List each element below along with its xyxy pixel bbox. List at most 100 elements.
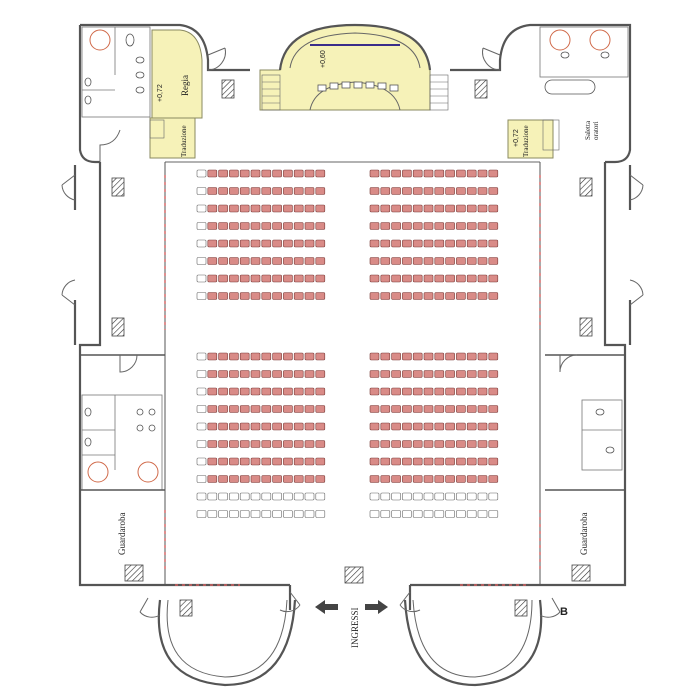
rear-block-seat	[293, 510, 304, 518]
rear-block-seat	[293, 352, 304, 361]
stage-level-label: +0,60	[320, 50, 327, 68]
front-block-seat	[196, 239, 207, 248]
rear-block-seat	[369, 405, 380, 413]
rear-block-seat	[380, 440, 391, 448]
front-block-seat	[391, 169, 401, 178]
front-block-seat	[466, 257, 477, 265]
hatched-column-icon	[124, 564, 144, 582]
front-block-seat	[445, 274, 455, 283]
front-block-seat	[445, 204, 455, 213]
front-block-seat	[261, 204, 272, 213]
rear-block-seat	[315, 352, 326, 361]
front-block-seat	[229, 204, 239, 213]
front-block-seat	[196, 187, 207, 195]
rear-block-seat	[239, 352, 250, 361]
front-block-seat	[402, 292, 412, 300]
front-block-seat	[445, 169, 455, 178]
front-block-seat	[456, 204, 466, 213]
front-block-seat	[488, 239, 499, 248]
rear-block-seat	[391, 475, 401, 483]
front-block-seat	[207, 204, 218, 213]
rear-block-seat	[283, 352, 293, 361]
front-block-seat	[239, 187, 250, 195]
rear-block-seat	[207, 475, 218, 483]
front-block-seat	[456, 292, 466, 300]
rear-block-seat	[283, 405, 293, 413]
rear-block-seat	[304, 510, 315, 518]
rear-block-seat	[196, 440, 207, 448]
rear-block-seat	[456, 475, 466, 483]
rear-block-seat	[196, 457, 207, 466]
rear-block-seat	[283, 492, 293, 501]
stairs-icon	[579, 177, 593, 197]
rear-block-seat	[402, 457, 412, 466]
front-block-seat	[229, 222, 239, 230]
rear-block-seat	[229, 422, 239, 431]
front-block-seat	[250, 187, 261, 195]
hatched-column-icon	[571, 564, 591, 582]
rear-block-seat	[412, 457, 423, 466]
rear-block-seat	[488, 440, 499, 448]
front-block-seat	[229, 187, 239, 195]
rear-block-seat	[412, 510, 423, 518]
front-block-seat	[434, 169, 445, 178]
rear-block-seat	[412, 492, 423, 501]
front-block-seat	[272, 274, 282, 283]
stairs-icon	[111, 317, 125, 337]
rear-block-seat	[402, 492, 412, 501]
rear-block-seat	[283, 422, 293, 431]
rear-block-seat	[229, 510, 239, 518]
front-block-seat	[391, 257, 401, 265]
rear-block-seat	[250, 510, 261, 518]
front-block-seat	[423, 187, 434, 195]
front-block-seat	[207, 169, 218, 178]
front-block-seat	[272, 292, 282, 300]
rear-block-seat	[239, 457, 250, 466]
rear-block-seat	[218, 475, 228, 483]
rear-block-seat	[218, 370, 228, 378]
rear-block-seat	[207, 352, 218, 361]
front-block-seat	[196, 222, 207, 230]
front-block-seat	[391, 292, 401, 300]
rear-block-seat	[283, 370, 293, 378]
front-block-seat	[218, 274, 228, 283]
front-block-seat	[412, 169, 423, 178]
rear-block-seat	[402, 440, 412, 448]
rear-block-seat	[239, 510, 250, 518]
saletta-label-line2: oratori	[592, 121, 600, 140]
rear-block-seat	[412, 422, 423, 431]
front-block-seat	[239, 257, 250, 265]
front-block-seat	[196, 274, 207, 283]
front-block-seat	[239, 274, 250, 283]
stairs-icon	[474, 79, 488, 99]
front-block-seat	[207, 257, 218, 265]
front-block-seat	[380, 169, 391, 178]
rear-block-seat	[272, 475, 282, 483]
front-block-seat	[283, 274, 293, 283]
front-block-seat	[196, 204, 207, 213]
rear-block-seat	[412, 475, 423, 483]
front-block-seat	[488, 204, 499, 213]
front-block-seat	[250, 169, 261, 178]
front-block-seat	[218, 169, 228, 178]
rear-block-seat	[218, 492, 228, 501]
front-block-seat	[391, 204, 401, 213]
rear-block-seat	[477, 405, 488, 413]
rear-block-seat	[434, 405, 445, 413]
front-block-seat	[239, 292, 250, 300]
front-block-seat	[402, 187, 412, 195]
rear-block-seat	[423, 352, 434, 361]
rear-block-seat	[380, 387, 391, 396]
rear-block-seat	[477, 387, 488, 396]
front-block-seat	[488, 222, 499, 230]
front-block-seat	[456, 274, 466, 283]
rear-block-seat	[369, 440, 380, 448]
front-block-seat	[283, 292, 293, 300]
front-block-seat	[315, 257, 326, 265]
front-block-seat	[261, 274, 272, 283]
rear-block-seat	[412, 440, 423, 448]
rear-block-seat	[239, 370, 250, 378]
traduzione-right-level: +0,72	[513, 129, 520, 147]
rear-block-seat	[315, 405, 326, 413]
